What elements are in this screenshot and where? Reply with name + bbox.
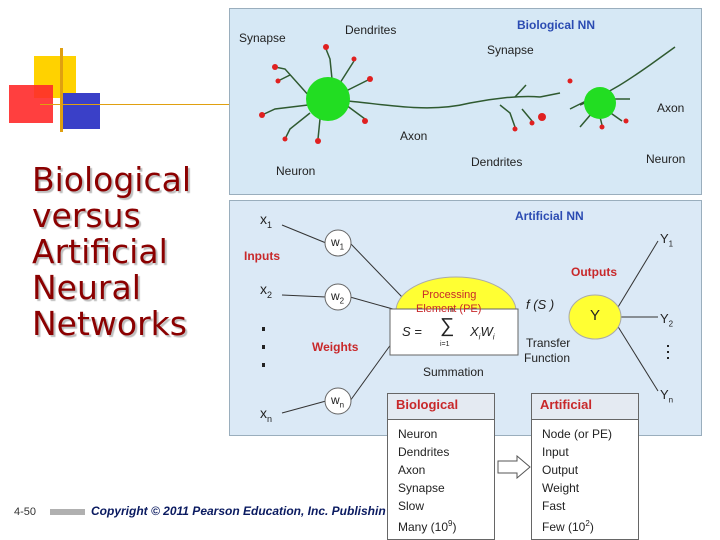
biological-item: Axon <box>398 463 426 477</box>
artificial-item: Node (or PE) <box>542 427 613 441</box>
biological-nn-panel: Biological NN Synapse Dendrites Synapse … <box>229 8 702 195</box>
label-synapse-right: Synapse <box>487 43 534 57</box>
copyright-text: Copyright © 2011 Pearson Education, Inc.… <box>91 504 386 518</box>
biological-table: Biological Neuron Dendrites Axon Synapse… <box>387 393 495 540</box>
neuron-right-body <box>584 87 616 119</box>
weight-node-1 <box>324 229 352 257</box>
artificial-item: Weight <box>542 481 580 495</box>
artificial-table-header: Artificial <box>532 394 638 420</box>
title-line-4: Neural <box>32 268 141 307</box>
comparison-arrow-icon <box>497 454 531 484</box>
artificial-nn-heading: Artificial NN <box>515 209 584 223</box>
artificial-table-items: Node (or PE) Input Output Weight Fast Fe… <box>532 420 638 536</box>
biological-item: Slow <box>398 499 425 513</box>
output-yn: Yn <box>660 387 674 405</box>
artificial-network-drawing <box>262 224 669 415</box>
biological-table-header: Biological <box>388 394 494 420</box>
label-dendrites-bottom: Dendrites <box>471 155 523 169</box>
label-neuron-right: Neuron <box>646 152 686 166</box>
sum-lower-limit: i=1 <box>440 341 450 348</box>
label-dendrites-top: Dendrites <box>345 23 397 37</box>
input-xn: xn <box>260 405 273 424</box>
biological-neuron-drawing <box>259 44 676 144</box>
artificial-item-few: Few (102) <box>542 519 594 534</box>
label-axon-right: Axon <box>657 101 685 115</box>
artificial-item: Fast <box>542 499 566 513</box>
weight-wn-label: wn <box>331 393 345 410</box>
sum-upper-limit: n <box>450 307 454 314</box>
label-synapse-left: Synapse <box>239 31 286 45</box>
transfer-output-node <box>568 294 622 340</box>
biological-item: Neuron <box>398 427 438 441</box>
decor-square-blue <box>62 93 100 129</box>
decor-line-horizontal <box>40 104 230 105</box>
title-line-1: Biological <box>32 160 192 199</box>
weights-label: Weights <box>312 340 359 354</box>
summation-lhs: S = <box>402 324 422 339</box>
biological-item: Dendrites <box>398 445 450 459</box>
transfer-fn-formula: f (S ) <box>526 297 555 312</box>
outputs-label: Outputs <box>571 265 617 279</box>
output-node-label: Y <box>590 307 601 324</box>
output-y1: Y1 <box>660 231 674 249</box>
label-axon-mid: Axon <box>400 129 428 143</box>
artificial-item: Output <box>542 463 579 477</box>
output-y2: Y2 <box>660 311 674 329</box>
biological-nn-heading: Biological NN <box>517 18 596 32</box>
biological-table-items: Neuron Dendrites Axon Synapse Slow Many … <box>388 420 494 536</box>
summation-label: Summation <box>423 365 484 379</box>
summation-term: XiWi <box>470 324 495 342</box>
weight-w1-label: w1 <box>331 235 345 252</box>
title-line-3: Artificial <box>32 232 168 271</box>
transfer-label-line1: Transfer <box>526 336 571 350</box>
inputs-label: Inputs <box>244 249 280 263</box>
title-line-2: versus <box>32 196 141 235</box>
biological-item-many: Many (109) <box>398 519 457 534</box>
input-x2: x2 <box>260 281 273 300</box>
weight-node-n <box>324 387 352 415</box>
sigma-symbol: ∑ <box>440 315 455 337</box>
decor-line-vertical <box>60 48 63 132</box>
slide-title: Biological versus Artificial Neural Netw… <box>32 162 222 342</box>
label-neuron-left: Neuron <box>276 164 316 178</box>
weight-node-2 <box>324 283 352 311</box>
footer-bar <box>50 509 85 515</box>
title-line-5: Networks <box>32 304 187 343</box>
artificial-item: Input <box>542 445 569 459</box>
neuron-left-body <box>306 77 350 121</box>
weight-w2-label: w2 <box>331 289 345 306</box>
biological-item: Synapse <box>398 481 445 495</box>
input-x1: x1 <box>260 211 273 230</box>
pe-label-line2: Element (PE) <box>416 303 482 315</box>
artificial-table: Artificial Node (or PE) Input Output Wei… <box>531 393 639 540</box>
pe-label-line1: Processing <box>422 289 477 301</box>
slide-number: 4-50 <box>14 506 37 518</box>
transfer-label-line2: Function <box>524 351 571 365</box>
summation-formula-box <box>389 308 519 356</box>
